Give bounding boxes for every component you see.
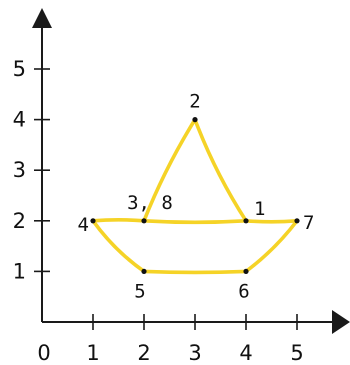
point-4-label: 4 (78, 214, 89, 236)
x-tick-label-5: 5 (290, 341, 303, 365)
x-tick-label-1: 1 (86, 341, 99, 365)
point-2-label: 2 (189, 91, 200, 113)
point-5-label: 5 (134, 280, 145, 302)
y-tick-label-4: 4 (13, 108, 26, 132)
y-tick-label-2: 2 (13, 209, 26, 233)
point-6-label: 6 (238, 280, 249, 302)
point-7-label: 7 (303, 212, 314, 234)
point-1-dot (243, 218, 249, 224)
origin-label: 0 (37, 341, 50, 365)
point-2-dot (192, 117, 198, 123)
point-1-label: 1 (254, 198, 265, 220)
point-6-dot (243, 268, 249, 274)
edge-1 (142, 117, 197, 223)
x-tick-label-4: 4 (239, 341, 252, 365)
point-5-dot (141, 268, 147, 274)
point-7-dot (294, 218, 300, 224)
edge-4 (142, 269, 248, 275)
edge-3 (91, 219, 146, 274)
ticks: 1 2 3 4 5 1 2 3 4 5 (13, 57, 304, 365)
y-tick-label-5: 5 (13, 57, 26, 81)
axes: 0 (32, 8, 350, 365)
y-tick-label-3: 3 (13, 158, 26, 182)
edge-0 (193, 117, 248, 223)
shape-edges (91, 117, 299, 275)
edge-6 (244, 219, 299, 224)
y-tick-label-1: 1 (13, 259, 26, 283)
edge-5 (244, 219, 299, 274)
x-axis-arrow-icon (332, 310, 350, 334)
x-tick-label-2: 2 (137, 341, 150, 365)
edge-2 (91, 218, 146, 223)
y-axis-arrow-icon (32, 8, 52, 28)
points: 1 2 3, 8 4 5 6 7 (78, 91, 315, 303)
x-tick-label-3: 3 (188, 341, 201, 365)
point-3-label: 3, 8 (127, 192, 173, 214)
point-3-dot (141, 218, 147, 224)
edge-7 (142, 219, 248, 225)
point-4-dot (90, 218, 96, 224)
